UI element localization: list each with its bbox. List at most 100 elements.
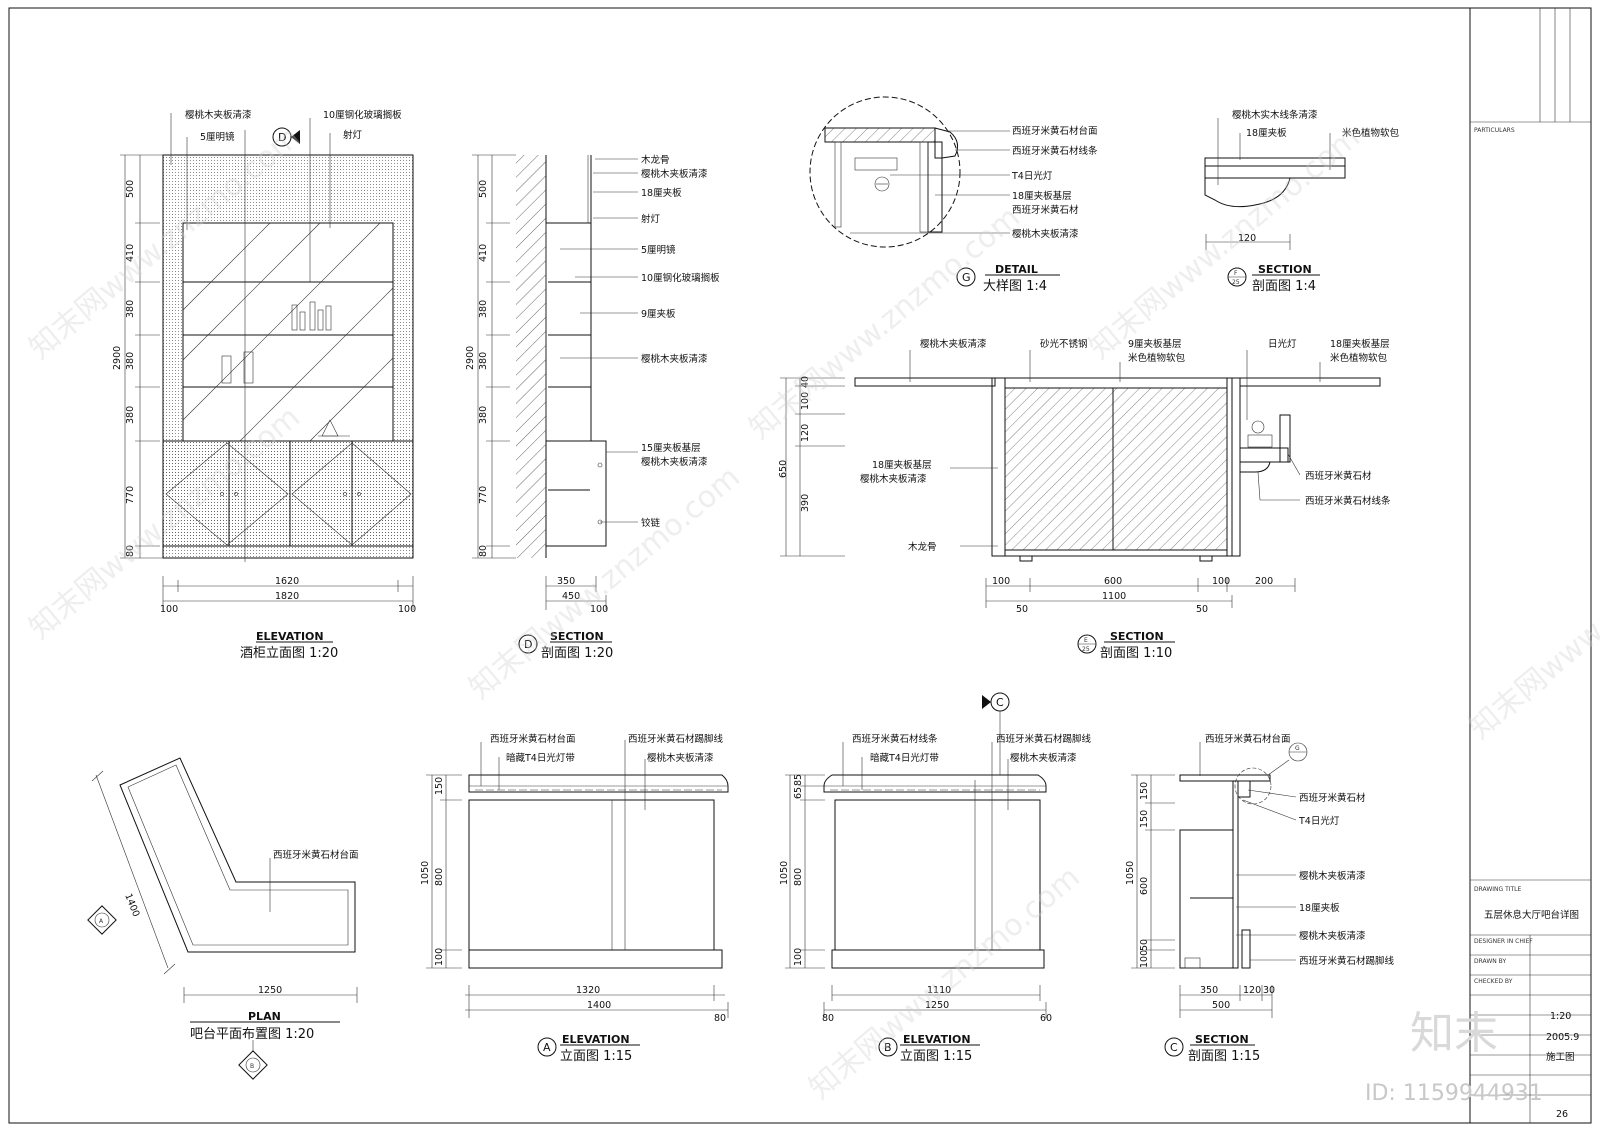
detail-g-title-en: DETAIL [995, 263, 1038, 276]
plan-marker-b: B [250, 1063, 254, 1070]
svg-text:米色植物软包: 米色植物软包 [1330, 352, 1388, 364]
cs-vertical-dims: 500 410 380 380 380 770 80 2900 [465, 180, 489, 557]
svg-text:米色植物软包: 米色植物软包 [1342, 127, 1400, 139]
svg-text:80: 80 [125, 545, 136, 557]
wc-section-callout: D [272, 127, 300, 147]
svg-text:600: 600 [1139, 877, 1150, 895]
svg-text:樱桃木夹板清漆: 樱桃木夹板清漆 [1010, 752, 1077, 764]
tb-drawing-title-label: DRAWING TITLE [1474, 886, 1522, 893]
section-c-title-cn: 剖面图 1:15 [1188, 1049, 1260, 1064]
wc-label-2: 5厘明镜 [200, 131, 235, 143]
plan-dim-1250: 1250 [258, 985, 282, 996]
svg-text:2900: 2900 [112, 346, 123, 370]
svg-text:T4日光灯: T4日光灯 [1298, 815, 1340, 827]
detail-g-labels: 西班牙米黄石材台面 西班牙米黄石材线条 T4日光灯 18厘夹板基层 西班牙米黄石… [1011, 125, 1098, 240]
svg-text:知末网www.znzmo.com: 知末网www.znzmo.com [803, 860, 1087, 1106]
elevation-b-labels: 西班牙米黄石材线条 西班牙米黄石材踢脚线 暗藏T4日光灯带 樱桃木夹板清漆 [852, 733, 1092, 764]
section-c-labels: 西班牙米黄石材台面 西班牙米黄石材 T4日光灯 樱桃木夹板清漆 18厘夹板 樱桃… [1205, 733, 1395, 967]
section-e-horizontal-dims: 100 600 100 200 1100 50 50 [992, 576, 1273, 615]
wine-cabinet-elevation [120, 113, 414, 610]
elev-b-callout: C [996, 696, 1004, 709]
wc-dim-100-right: 100 [398, 604, 416, 615]
section-e-labels: 樱桃木夹板清漆 砂光不锈钢 9厘夹板基层 米色植物软包 日光灯 18厘夹板基层 … [860, 338, 1391, 553]
elevation-b-vertical-dims: 85 65 800 100 1050 [779, 774, 804, 966]
elevation-a-vertical-dims: 150 800 100 1050 [420, 777, 445, 966]
svg-text:知末网www.znzmo.com: 知末网www.znzmo.com [463, 460, 747, 706]
svg-text:30: 30 [1263, 985, 1275, 996]
svg-text:100: 100 [793, 948, 804, 966]
svg-text:380: 380 [478, 406, 489, 424]
svg-text:樱桃木夹板清漆: 樱桃木夹板清漆 [1012, 228, 1079, 240]
elev-a-dim-1400: 1400 [587, 1000, 611, 1011]
svg-text:樱桃木夹板清漆: 樱桃木夹板清漆 [920, 338, 987, 350]
section-e-title-cn: 剖面图 1:10 [1100, 646, 1172, 661]
svg-text:80: 80 [478, 545, 489, 557]
section-c-marker-circle [1164, 1037, 1184, 1057]
elev-b-title-en: ELEVATION [903, 1033, 971, 1046]
section-c-vertical-dims: 150 150 600 50 100 1050 [1125, 782, 1150, 968]
svg-text:650: 650 [778, 460, 789, 478]
svg-text:西班牙米黄石材: 西班牙米黄石材 [1012, 204, 1079, 216]
detail-g-title-cn: 大样图 1:4 [983, 279, 1047, 294]
svg-text:50: 50 [1016, 604, 1028, 615]
section-e-vertical-dims: 40 100 120 390 650 [778, 376, 811, 512]
section-f [1204, 118, 1346, 250]
svg-text:600: 600 [1104, 576, 1122, 587]
svg-text:砂光不锈钢: 砂光不锈钢 [1040, 338, 1088, 350]
cs-labels: 木龙骨 樱桃木夹板清漆 18厘夹板 射灯 5厘明镜 10厘钢化玻璃搁板 9厘夹板… [641, 154, 720, 529]
svg-text:西班牙米黄石材线条: 西班牙米黄石材线条 [1012, 145, 1098, 157]
svg-text:西班牙米黄石材: 西班牙米黄石材 [1305, 470, 1372, 482]
section-f-sheet: 25 [1232, 279, 1240, 286]
elev-b-marker: B [884, 1041, 892, 1054]
tb-date: 2005.9 [1546, 1032, 1579, 1043]
plan-label: 西班牙米黄石材台面 [273, 849, 359, 861]
tb-designer-label: DESIGNER IN CHIEF [1474, 938, 1533, 945]
svg-text:15厘夹板基层: 15厘夹板基层 [641, 442, 701, 454]
svg-text:18厘夹板: 18厘夹板 [1299, 902, 1340, 914]
tb-drawing-title: 五层休息大厅吧台详图 [1484, 909, 1579, 921]
elev-b-dim-1110: 1110 [927, 985, 951, 996]
svg-text:知末网www.znzmo.com: 知末网www.znzmo.com [743, 200, 1027, 446]
svg-text:100: 100 [992, 576, 1010, 587]
svg-text:T4日光灯: T4日光灯 [1011, 170, 1053, 182]
cs-dim-100: 100 [590, 604, 608, 615]
svg-text:85: 85 [793, 774, 804, 786]
outer-border [8, 7, 1592, 1124]
wc-title-en: ELEVATION [256, 630, 324, 643]
elevation-a-labels: 西班牙米黄石材台面 西班牙米黄石材踢脚线 暗藏T4日光灯带 樱桃木夹板清漆 [490, 733, 724, 764]
svg-text:100: 100 [800, 392, 811, 410]
svg-text:150: 150 [434, 777, 445, 795]
svg-text:380: 380 [478, 300, 489, 318]
svg-text:西班牙米黄石材踢脚线: 西班牙米黄石材踢脚线 [996, 733, 1092, 745]
plan-dim-1400: 1400 [122, 892, 141, 919]
detail-g [809, 96, 1010, 248]
elev-a-dim-1320: 1320 [576, 985, 600, 996]
svg-text:西班牙米黄石材台面: 西班牙米黄石材台面 [1012, 125, 1098, 137]
section-e-title-en: SECTION [1110, 630, 1164, 643]
svg-text:410: 410 [125, 244, 136, 262]
svg-text:1050: 1050 [420, 861, 431, 885]
section-f-labels: 樱桃木实木线条清漆 18厘夹板 米色植物软包 [1232, 109, 1400, 139]
svg-text:知末网www.znzmo.com: 知末网www.znzmo.com [1083, 120, 1367, 366]
svg-text:120: 120 [800, 424, 811, 442]
svg-text:770: 770 [125, 486, 136, 504]
svg-text:500: 500 [125, 180, 136, 198]
elev-a-marker: A [543, 1041, 551, 1054]
elev-a-marker-circle [537, 1037, 557, 1057]
plan-title-en: PLAN [248, 1010, 281, 1023]
svg-text:800: 800 [434, 868, 445, 886]
section-e-sheet: 25 [1082, 646, 1090, 653]
watermark-id: ID: 1159944931 [1365, 1081, 1543, 1106]
svg-text:樱桃木夹板清漆: 樱桃木夹板清漆 [647, 752, 714, 764]
svg-text:18厘夹板基层: 18厘夹板基层 [1012, 190, 1072, 202]
svg-text:40: 40 [800, 376, 811, 388]
svg-text:西班牙米黄石材踢脚线: 西班牙米黄石材踢脚线 [628, 733, 724, 745]
section-e [780, 350, 1381, 608]
svg-text:樱桃木实木线条清漆: 樱桃木实木线条清漆 [1232, 109, 1318, 121]
section-f-dim: 120 [1238, 233, 1256, 244]
svg-text:1050: 1050 [779, 861, 790, 885]
wc-vertical-dims: 500 410 380 380 380 770 80 2900 [112, 180, 136, 557]
section-f-marker: F [1234, 270, 1238, 277]
elev-a-title-en: ELEVATION [562, 1033, 630, 1046]
